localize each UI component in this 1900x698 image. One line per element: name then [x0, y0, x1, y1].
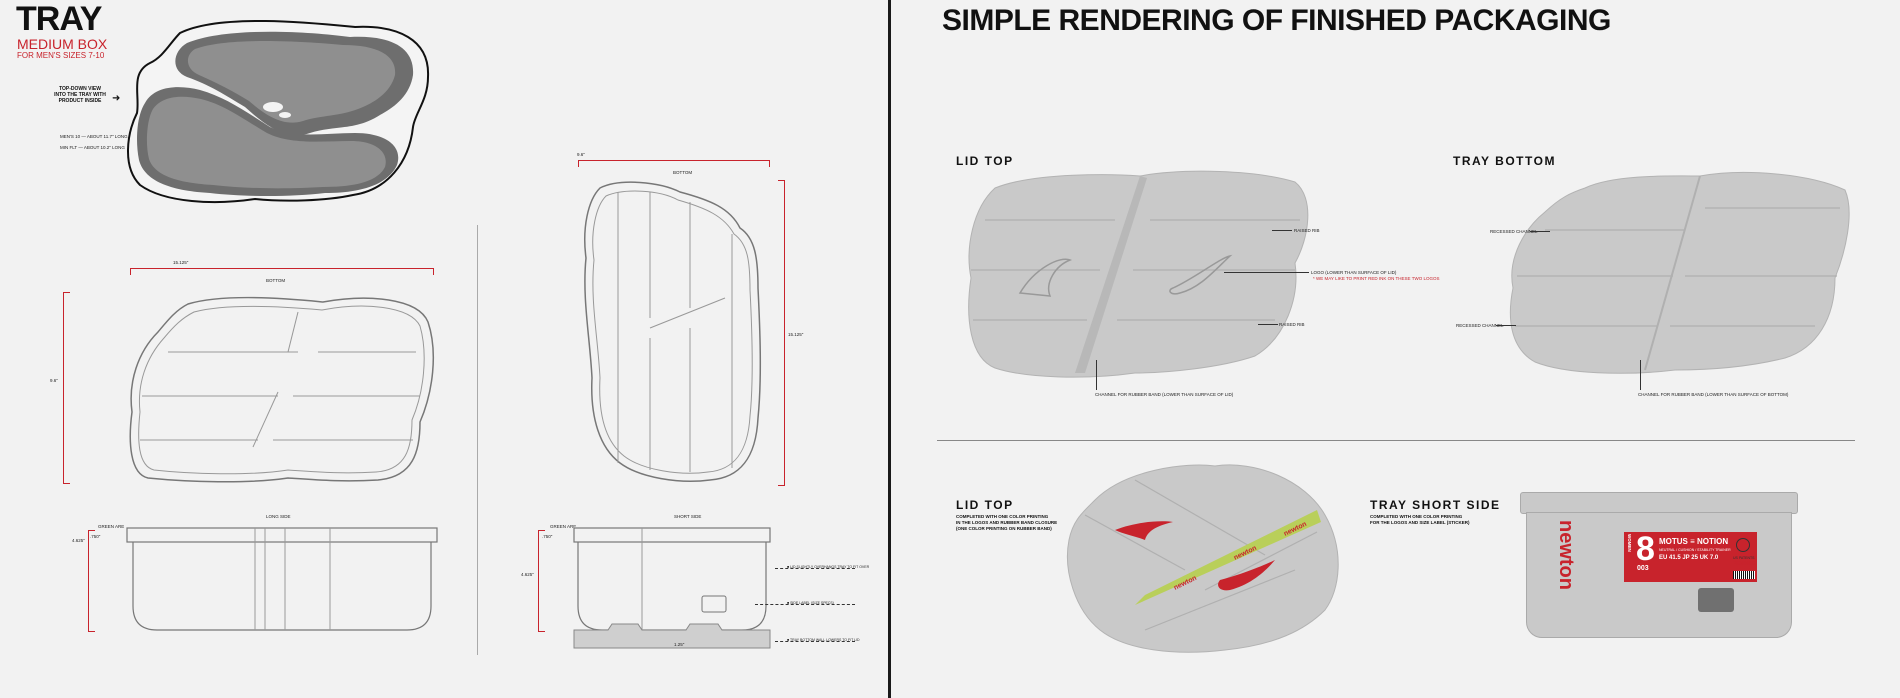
raised-rib-1: RAISED RIB: [1294, 228, 1320, 233]
logo-note: LOGO (LOWER THAN SURFACE OF LID): [1311, 270, 1397, 275]
recessed-2-leader: [1496, 325, 1516, 326]
height-dim: 9.6": [50, 378, 58, 383]
side-height-line-2: [538, 530, 545, 632]
short-side-drawing: [573, 527, 771, 649]
topdown-note: TOP-DOWN VIEW INTO THE TRAY WITH PRODUCT…: [54, 86, 106, 104]
width-dim: 15.125": [173, 260, 189, 265]
recessed-channel-2: RECESSED CHANNEL: [1456, 323, 1504, 328]
lid-printed-render: newton newton newton: [1066, 464, 1339, 653]
brand-vertical: newton: [1555, 520, 1577, 590]
tray-bottom-outline: [129, 296, 435, 483]
side-height-2: 4.625": [521, 572, 534, 577]
drawing-divider: [477, 225, 478, 655]
long-side-label: LONG SIDE: [266, 514, 291, 519]
panel-divider: [888, 0, 891, 698]
side-height-1: 4.625": [72, 538, 85, 543]
lip-note-2: GREEN ARE: [550, 524, 577, 529]
side-small-2: .750": [542, 534, 553, 539]
tray-bottom-label: TRAY BOTTOM: [1453, 154, 1556, 168]
handle-cutout: [1698, 588, 1734, 612]
long-side-drawing: [126, 527, 438, 631]
height-dim-line-2: [778, 180, 785, 486]
short-note-3: ■ TRAY BOTTOM WALL LOWERS TO FIT LID: [787, 638, 860, 642]
lid-top-label-2: LID TOP: [956, 498, 1014, 512]
label-model: MOTUS ≡ NOTION: [1659, 537, 1729, 546]
lid-desc: COMPLETED WITH ONE COLOR PRINTING IN THE…: [956, 514, 1058, 531]
label-code: 003: [1637, 565, 1649, 572]
short-side-desc: COMPLETED WITH ONE COLOR PRINTING FOR TH…: [1370, 514, 1470, 525]
topdown-tray-drawing: [127, 19, 430, 204]
label-size: 8: [1636, 530, 1655, 568]
label-patent-2: PENDING: [1733, 561, 1756, 567]
raised-rib-2: RAISED RIB: [1279, 322, 1305, 327]
bottom-label-2: BOTTOM: [673, 170, 693, 175]
tray-bottom-portrait-outline: [584, 181, 762, 482]
lid-top-label: LID TOP: [956, 154, 1014, 168]
width-dim-line: [130, 268, 434, 275]
label-model-sub: NEUTRAL / CUSHION / STABILITY TRAINER: [1659, 548, 1731, 552]
side-small-1: .750": [90, 534, 101, 539]
height-dim-line: [63, 292, 70, 484]
arrow-right-icon: ➜: [112, 93, 121, 104]
label-gender: WOMEN: [1627, 534, 1632, 552]
lid-top-render: [968, 170, 1309, 378]
short-note-line-3: [775, 641, 855, 642]
channel-lid-leader: [1096, 360, 1097, 390]
short-note-line-2: [755, 604, 855, 605]
short-side-label: SHORT SIDE: [674, 514, 702, 519]
logo-note-leader: [1224, 272, 1309, 273]
tray-short-side-label: TRAY SHORT SIDE: [1370, 498, 1501, 512]
shoe-note-2: MIN FLT — ABOUT 10.2" LONG: [60, 145, 125, 150]
short-note-1: ■ LID SLIGHTLY OVERHANGS TRAY TO FIT OVE…: [787, 565, 870, 569]
channel-lid-note: CHANNEL FOR RUBBER BAND (LOWER THAN SURF…: [1095, 392, 1234, 397]
tray-bottom-render: [1509, 171, 1850, 374]
tray-sizes: FOR MEN'S SIZES 7-10: [17, 51, 105, 60]
tray-lid-rim: [1520, 492, 1798, 514]
short-note-2: ■ SIDE LABEL (SIZE SPECS): [787, 601, 834, 605]
raised-rib-2-leader: [1258, 324, 1278, 325]
height-dim-2: 15.125": [788, 332, 804, 337]
raised-rib-1-leader: [1272, 230, 1292, 231]
recessed-channel-1: RECESSED CHANNEL: [1490, 229, 1538, 234]
label-sizes-line: EU 41.5 JP 25 UK 7.0: [1659, 555, 1719, 561]
tray-title: TRAY: [16, 0, 102, 38]
section-divider: [937, 440, 1855, 441]
tray-subtitle: MEDIUM BOX: [17, 36, 108, 52]
channel-tray-note: CHANNEL FOR RUBBER BAND (LOWER THAN SURF…: [1638, 392, 1789, 397]
width-dim-2: 9.6": [577, 152, 585, 157]
label-patent-1: US PATENTS: [1733, 556, 1755, 560]
width-dim-line-2: [578, 160, 770, 167]
short-note-line-1: [775, 568, 855, 569]
side-height-line-1: [88, 530, 95, 632]
bottom-dim: 1.25": [674, 642, 685, 647]
channel-tray-leader: [1640, 360, 1641, 390]
bottom-label: BOTTOM: [266, 278, 286, 283]
recessed-1-leader: [1530, 231, 1550, 232]
barcode-icon: [1733, 571, 1755, 579]
rendering-title: SIMPLE RENDERING OF FINISHED PACKAGING: [942, 4, 1611, 37]
lip-note-1: GREEN ARE: [98, 524, 125, 529]
shoe-note-1: MEN'S 10 — ABOUT 11.7" LONG: [60, 134, 128, 139]
logo-note-red: * WE MAY LIKE TO PRINT RED INK ON THESE …: [1313, 276, 1440, 281]
recycle-icon: [1736, 538, 1750, 552]
